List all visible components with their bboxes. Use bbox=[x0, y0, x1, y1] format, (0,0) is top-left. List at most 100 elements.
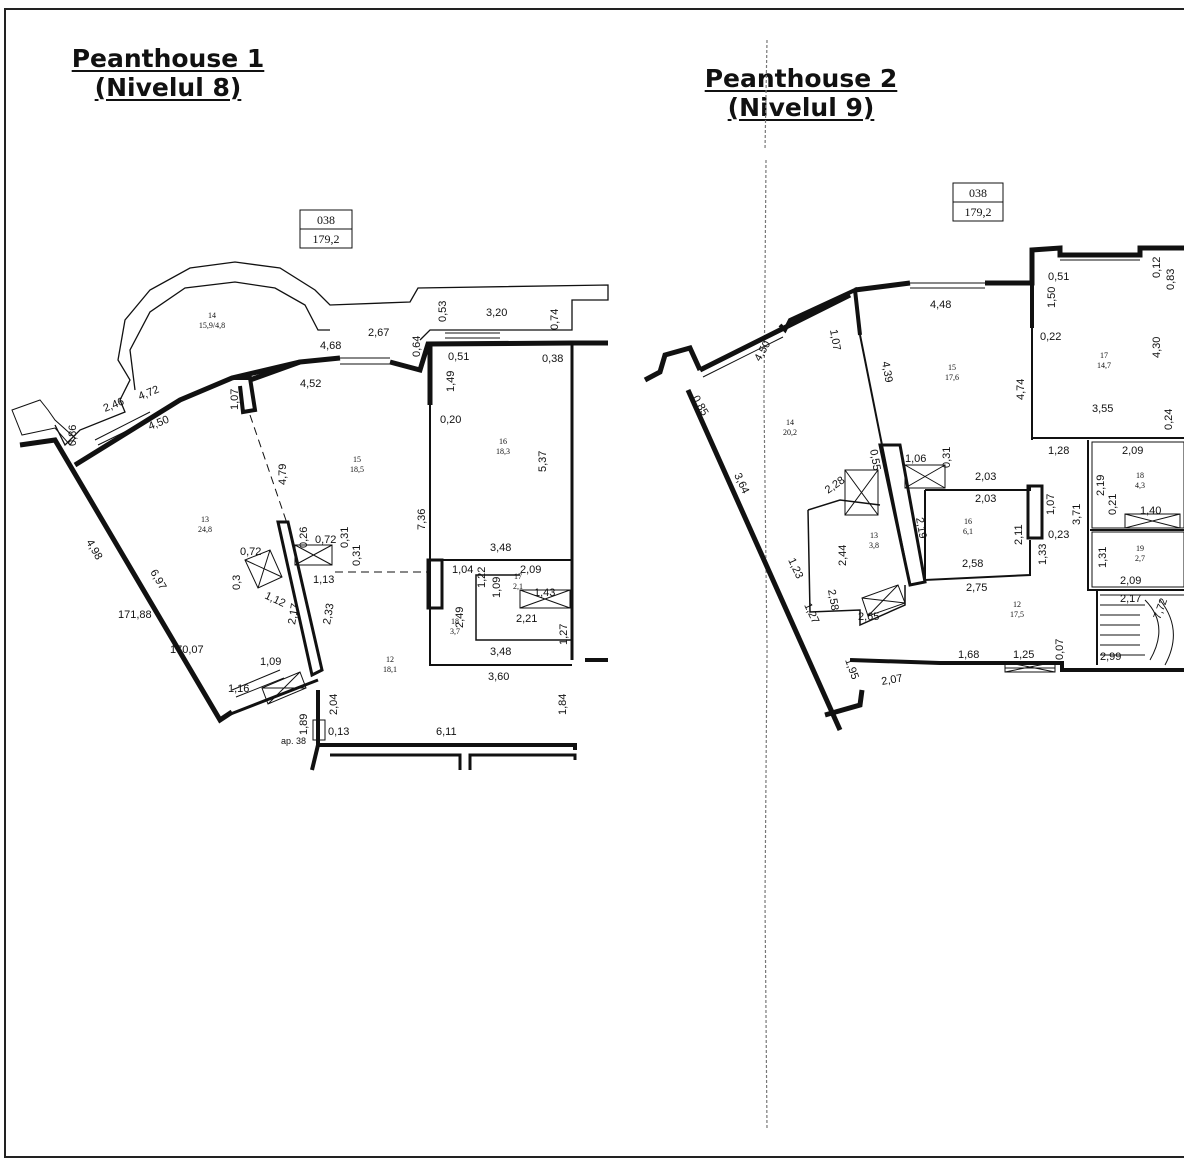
plan1-dim: 0,53 bbox=[437, 301, 449, 322]
plan1-dim: 171,88 bbox=[118, 609, 152, 621]
plan2-dim: 1,28 bbox=[1048, 445, 1069, 457]
plan1-dim: 1,27 bbox=[558, 624, 570, 645]
plan2-dim: 0,12 bbox=[1151, 257, 1163, 278]
plan1-dim: 2,46 bbox=[102, 396, 126, 415]
plan2-dim: 2,11 bbox=[1013, 524, 1025, 545]
plan1-dim: 1,09 bbox=[260, 656, 281, 668]
plan2-room-19-no: 19 bbox=[1136, 544, 1144, 553]
plan2-dim: 1,23 bbox=[785, 556, 805, 580]
plan2-dim: 2,07 bbox=[880, 672, 903, 688]
plan1-room-14-area: 15,9/4,8 bbox=[199, 321, 225, 330]
plan1-dim: 0,31 bbox=[351, 545, 363, 566]
plan2-dim: 0,24 bbox=[1163, 409, 1175, 430]
plan1-room-17-area: 2,1 bbox=[513, 582, 523, 591]
plan2-dim: 0,31 bbox=[941, 447, 953, 468]
plan1-dim: 5,37 bbox=[537, 451, 549, 472]
plan1-room-16-no: 16 bbox=[499, 437, 507, 446]
plan2-dim: 0,23 bbox=[1048, 529, 1069, 541]
plan1-dim: 2,21 bbox=[516, 613, 537, 625]
plan2-title-line1: Peanthouse 2 bbox=[704, 64, 898, 93]
plan2-dim: 1,25 bbox=[1013, 649, 1034, 661]
plan1-dim: 0,72 bbox=[240, 546, 261, 558]
plan1-dim: 4,72 bbox=[137, 384, 161, 403]
plan2-dim: 7,72 bbox=[1152, 597, 1171, 621]
plan1-room-13-no: 13 bbox=[201, 515, 209, 524]
plan2-room-19-area: 2,7 bbox=[1135, 554, 1145, 563]
plan2-room-13-no: 13 bbox=[870, 531, 878, 540]
plan1-dim: 4,52 bbox=[300, 378, 321, 390]
plan1-dim: 3,20 bbox=[486, 307, 507, 319]
plan2-dim: 0,83 bbox=[1165, 269, 1177, 290]
plan2-dim: 4,74 bbox=[1015, 379, 1027, 400]
plan2-dim: 2,19 bbox=[913, 516, 929, 539]
plan2-room-18-area: 4,3 bbox=[1135, 481, 1145, 490]
plan1-dim: 1,49 bbox=[445, 371, 457, 392]
plan1-dim: 3,48 bbox=[490, 646, 511, 658]
plan1-dim: 170,07 bbox=[170, 644, 204, 656]
plan2-walls bbox=[643, 245, 1184, 732]
plan2-dim: 2,17 bbox=[1120, 593, 1141, 605]
plan1-dim: 7,36 bbox=[416, 509, 428, 530]
plan2-room-17-no: 17 bbox=[1100, 351, 1108, 360]
plan1-dim: 1,22 bbox=[476, 567, 488, 588]
plan2-dim: 2,58 bbox=[962, 558, 983, 570]
plan1-room-14-no: 14 bbox=[208, 311, 216, 320]
plan1-dim: 2,49 bbox=[454, 607, 466, 628]
plan1-title: Peanthouse 1 (Nivelul 8) bbox=[60, 44, 276, 103]
plan1-dim: 6,97 bbox=[147, 568, 168, 593]
plan1-room-15-area: 18,5 bbox=[350, 465, 364, 474]
plan1-dimensions: 2,46 4,72 4,50 0,86 1,07 4,68 2,67 0,53 … bbox=[67, 301, 570, 746]
plan2-room-18-no: 18 bbox=[1136, 471, 1144, 480]
plan2-dim: 4,48 bbox=[930, 299, 951, 311]
plan2-room-14-area: 20,2 bbox=[783, 428, 797, 437]
plan2-dim: 1,07 bbox=[1045, 494, 1057, 515]
plan1-room-labels: 14 15,9/4,8 15 18,5 16 18,3 13 24,8 17 2… bbox=[198, 311, 523, 674]
plan1-dim: 1,12 bbox=[263, 590, 287, 610]
plan1-dim: 3,60 bbox=[488, 671, 509, 683]
plan1-dim: 0,26 bbox=[298, 527, 310, 548]
plan2-dim: 1,40 bbox=[1140, 505, 1161, 517]
plan1-dim: 3,48 bbox=[490, 542, 511, 554]
plan1-room-15-no: 15 bbox=[353, 455, 361, 464]
plan1-dim: 1,04 bbox=[452, 564, 473, 576]
plan1-dim: 0,3 bbox=[231, 575, 243, 590]
plan1-room-16-area: 18,3 bbox=[496, 447, 510, 456]
plan2-dim: 2,99 bbox=[1100, 651, 1121, 663]
plan2-dim: 2,09 bbox=[1120, 575, 1141, 587]
plan1-dim: 2,67 bbox=[368, 327, 389, 339]
center-seam bbox=[763, 39, 768, 1131]
plan2-dim: 2,28 bbox=[823, 474, 847, 496]
plan1-dim: 4,98 bbox=[83, 538, 104, 563]
plan2-title: Peanthouse 2 (Nivelul 9) bbox=[692, 64, 910, 123]
plan2-dim: 3,71 bbox=[1071, 504, 1083, 525]
plan2-dim: 3,55 bbox=[1092, 403, 1113, 415]
plan1-room-18-no: 18 bbox=[451, 617, 459, 626]
plan2-dim: 2,19 bbox=[1095, 475, 1107, 496]
plan1-dim: 1,84 bbox=[557, 694, 569, 715]
plan2-dim: 2,03 bbox=[975, 493, 996, 505]
plan2-title-line2: (Nivelul 9) bbox=[727, 92, 875, 122]
plan1-dim: 0,51 bbox=[448, 351, 469, 363]
plan1-dim: 2,04 bbox=[328, 694, 340, 715]
plan2-dim: 4,39 bbox=[879, 360, 895, 383]
plan2-room-labels: 14 20,2 15 17,6 17 14,7 16 6,1 13 3,8 18… bbox=[783, 351, 1145, 619]
plan1-title-line2: (Nivelul 8) bbox=[94, 72, 242, 102]
plan1-area-box: 038 179,2 bbox=[299, 209, 353, 249]
plan1-dim: 0,13 bbox=[328, 726, 349, 738]
plan1-walls bbox=[11, 261, 609, 771]
plan1-dim: 1,13 bbox=[313, 574, 334, 586]
plan1-dim: 1,07 bbox=[229, 389, 241, 410]
plan2-dimensions: 4,50 1,07 0,85 4,48 1,50 0,51 0,12 0,83 … bbox=[689, 257, 1177, 688]
plan1-dim: 0,64 bbox=[411, 336, 423, 357]
plan2-room-15-area: 17,6 bbox=[945, 373, 959, 382]
plan1-title-line1: Peanthouse 1 bbox=[71, 44, 265, 73]
plan2-dim: 2,58 bbox=[825, 588, 841, 611]
plan1-dim: 0,38 bbox=[542, 353, 563, 365]
plan2-room-12-area: 17,5 bbox=[1010, 610, 1024, 619]
plan2-box-code: 038 bbox=[969, 186, 987, 200]
sheet-frame bbox=[4, 8, 1184, 1158]
plan2-dim: 0,07 bbox=[1054, 639, 1066, 660]
plan1-dim: 0,72 bbox=[315, 534, 336, 546]
